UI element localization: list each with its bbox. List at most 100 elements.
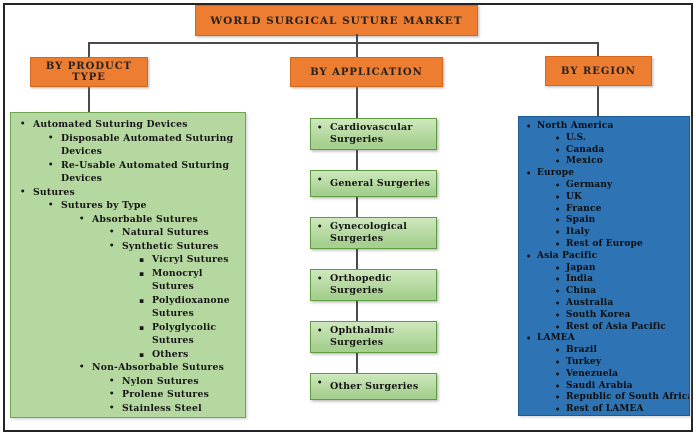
application-box-label: General Surgeries [330,177,431,189]
application-box-other: • Other Surgeries [310,373,437,400]
application-box-general: • General Surgeries [310,170,437,197]
list-item: •Italy [521,227,687,239]
bullet-icon: • [317,222,323,232]
list-item: • Synthetic Sutures [15,240,241,254]
bullet-icon: • [555,286,561,297]
list-item: •Asia Pacific [521,251,687,263]
list-item: ▪ Monocryl Sutures [15,267,241,294]
connector-between-boxes [356,301,358,321]
application-column: • Cardiovascular Surgeries • General Sur… [310,118,437,400]
list-item-label: Disposable Automated Suturing Devices [61,132,234,158]
list-item: •Natural Sutures [15,226,241,240]
list-item: • Rest of Asia Pacific [521,322,687,334]
bullet-icon: • [109,240,115,251]
bullet-icon: ▪ [139,268,145,278]
application-box-label: Other Surgeries [330,380,419,392]
list-item-label: Re-Usable Automated Suturing Devices [61,159,230,185]
application-box-ophthalmic: • Ophthalmic Surgeries [310,321,437,353]
list-item: •Canada [521,145,687,157]
bullet-icon: • [109,402,115,413]
connector-between-boxes [356,197,358,217]
list-item: •Rest of Europe [521,239,687,251]
bullet-icon: • [109,375,115,386]
list-item: •North America [521,121,687,133]
list-item: • Australia [521,298,687,310]
list-item-label: Spain [566,215,596,226]
header-by-product-type: BY PRODUCT TYPE [30,57,148,87]
bullet-icon: • [79,213,85,224]
application-box-label: Gynecological Surgeries [330,221,408,244]
list-item-label: Italy [566,227,590,238]
bullet-icon: • [526,168,532,179]
list-item-label: Prolene Sutures [122,389,210,400]
bullet-icon: • [555,380,561,391]
bullet-icon: ▪ [139,349,145,359]
bullet-icon: • [555,274,561,285]
list-item-label: South Korea [566,309,631,320]
header-label: BY APPLICATION [310,66,423,78]
list-item-label: Vicryl Sutures [152,254,229,265]
application-box-cardiovascular: • Cardiovascular Surgeries [310,118,437,150]
list-item-label: Synthetic Sutures [122,240,219,252]
bullet-icon: • [20,186,26,197]
list-item: • Disposable Automated Suturing Devices [15,132,241,159]
list-item-label: Mexico [566,156,603,167]
list-item-label: Polydioxanone Sutures [152,294,230,320]
list-item: •Rest of LAMEA [521,404,687,415]
list-item: •Republic of South Africa [521,392,690,404]
list-item: • Saudi Arabia [521,381,687,393]
bullet-icon: • [555,262,561,273]
list-item-label: Others [152,348,189,360]
list-item: ▪ Others [15,348,241,362]
list-item-label: Australia [566,297,614,308]
list-item-label: Turkey [566,356,602,367]
list-item-label: Venezuela [566,368,619,379]
bullet-icon: • [555,132,561,143]
bullet-icon: • [79,362,85,372]
list-item-label: Rest of LAMEA [566,404,644,415]
list-item: •Europe [521,168,687,180]
connector-title-vertical [356,34,358,57]
bullet-icon: • [555,309,561,320]
list-item-label: Automated Suturing Devices [33,119,188,130]
connector-left-drop [88,42,90,57]
list-item: ▪Polyglycolic Sutures [15,321,241,348]
list-item: •Mexico [521,156,687,168]
bullet-icon: • [109,389,115,399]
bullet-icon: • [555,321,561,332]
list-item-label: Rest of Asia Pacific [566,321,667,332]
list-item-label: Canada [566,144,605,155]
list-item: •Automated Suturing Devices [15,118,241,132]
application-box-label: Cardiovascular Surgeries [330,122,413,145]
bullet-icon: • [555,215,561,226]
connector-between-boxes [356,249,358,269]
list-item: • Prolene Sutures [15,388,241,402]
bullet-icon: • [555,297,561,308]
diagram-title-box: WORLD SURGICAL SUTURE MARKET [195,5,478,36]
list-item: •U.S. [521,133,687,145]
bullet-icon: • [317,274,323,284]
list-item: •Sutures by Type [15,199,241,213]
application-box-label: Orthopedic Surgeries [330,273,392,296]
list-item-label: Saudi Arabia [566,380,633,391]
bullet-icon: • [526,333,532,344]
list-item-label: France [566,203,602,214]
list-item: •Japan [521,263,687,275]
bullet-icon: • [48,132,54,143]
bullet-icon: • [317,175,323,185]
bullet-icon: • [555,179,561,190]
list-item-label: Germany [566,179,613,190]
list-item-label: Non-Absorbable Sutures [92,362,225,373]
bullet-icon: • [109,227,115,237]
list-item-label: Monocryl Sutures [152,267,203,293]
list-item: •UK [521,192,687,204]
bullet-icon: • [526,250,532,261]
bullet-icon: • [317,326,323,336]
list-item-label: Republic of South Africa [566,392,690,403]
header-label: BY PRODUCT TYPE [45,61,133,83]
list-item: • South Korea [521,310,687,322]
bullet-icon: • [48,159,54,170]
bullet-icon: ▪ [139,295,145,305]
list-item-label: India [566,274,594,285]
